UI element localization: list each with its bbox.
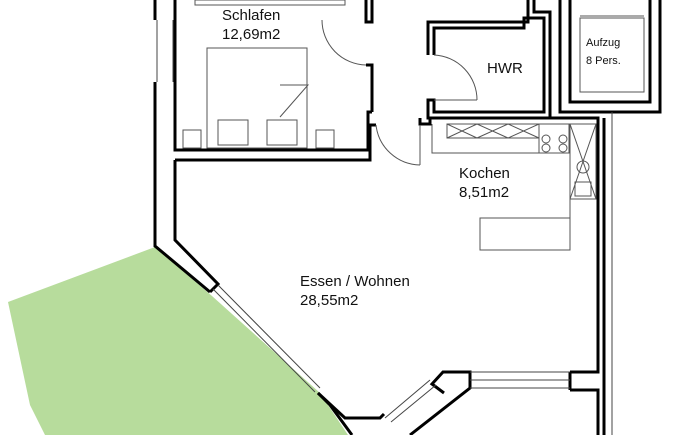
room-name-wohnen: Essen / Wohnen: [300, 273, 410, 290]
room-name-kochen: Kochen: [459, 165, 510, 182]
room-name-hwr: HWR: [487, 60, 523, 77]
room-area-schlafen: 12,69m2: [222, 26, 281, 43]
furniture: [182, 0, 645, 251]
doors: [321, 19, 478, 166]
room-name-aufzug: Aufzug: [586, 37, 621, 49]
room-area-wohnen: 28,55m2: [300, 292, 359, 309]
elevator-capacity: 8 Pers.: [586, 55, 621, 67]
windows: [156, 20, 613, 435]
walls: [153, 0, 662, 435]
room-name-schlafen: Schlafen: [222, 7, 281, 24]
room-area-kochen: 8,51m2: [459, 184, 510, 201]
double-bed: [206, 47, 308, 149]
garden-area: [8, 247, 348, 435]
